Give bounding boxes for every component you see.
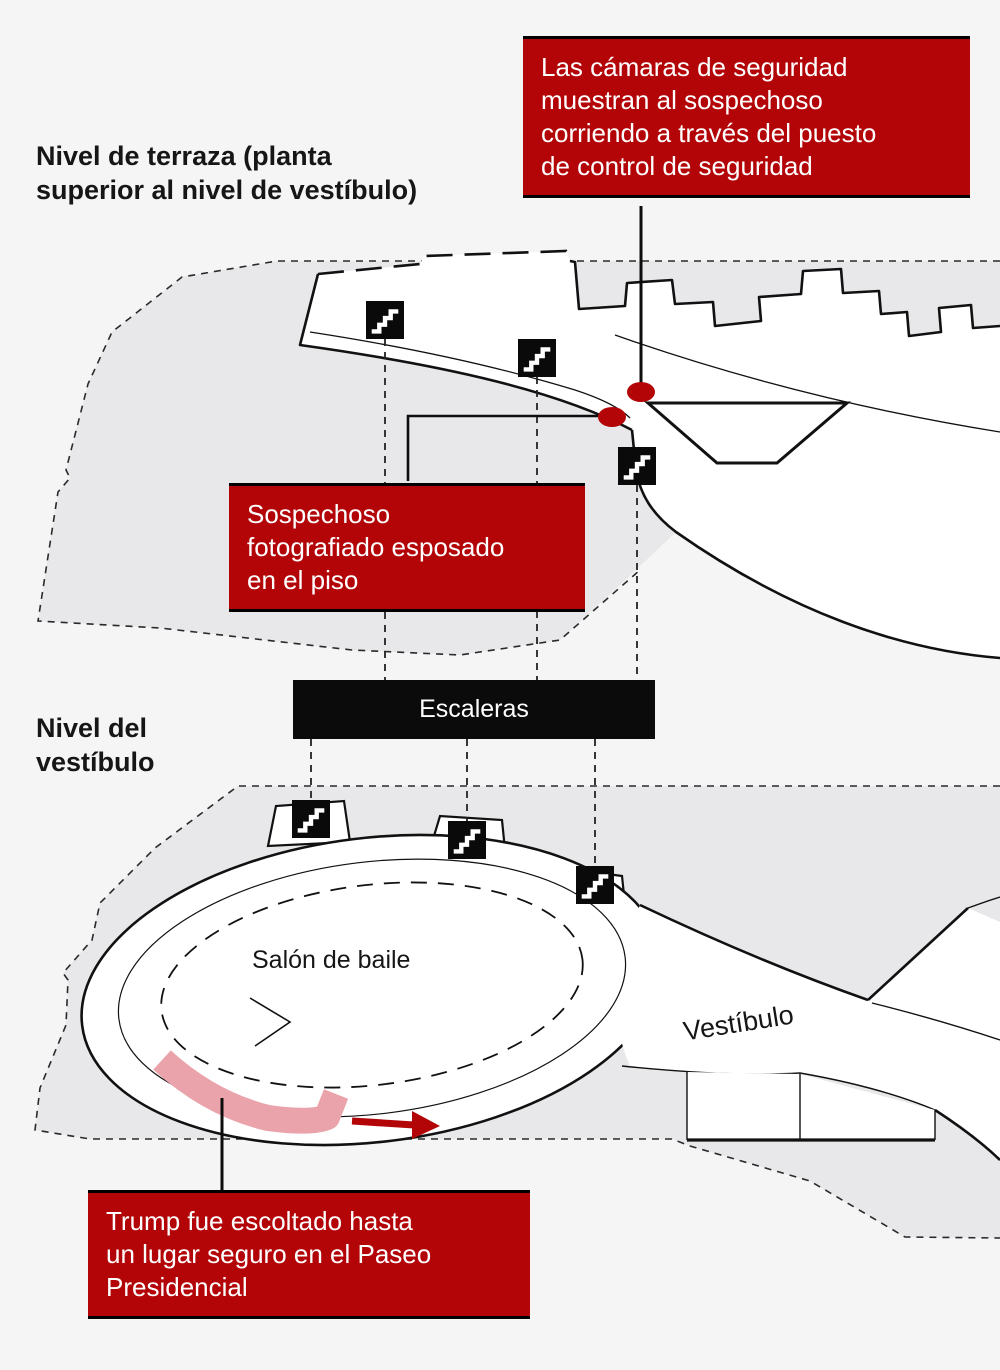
ballroom-left-notch (249, 997, 292, 1047)
ballroom-label: Salón de baile (252, 946, 411, 974)
ballroom-dashed-ring (160, 881, 584, 1089)
annotation-leader-lines (220, 206, 643, 1192)
ballroom-inner-ring (117, 858, 627, 1118)
suspect-location-dot (598, 407, 626, 427)
stairs-label-box: Escaleras (293, 680, 655, 739)
escape-route-path (153, 1050, 349, 1134)
corridor-bottom-wall (934, 1108, 1000, 1161)
stairs-icon (448, 821, 486, 859)
stairs-icon (618, 447, 656, 485)
lobby-level-label: Nivel del vestíbulo (36, 713, 155, 777)
lobby-corridor (617, 905, 1000, 1160)
stairs-icon (366, 301, 404, 339)
terrace-level-label: Nivel de terraza (planta superior al niv… (36, 141, 418, 205)
corridor-top-wall (639, 903, 969, 1002)
annotation-trump-escape: Trump fue escoltado hasta un lugar segur… (88, 1190, 530, 1320)
stairs-icon (292, 800, 330, 838)
terrace-grounds-border (37, 260, 1000, 656)
annotation-security-cameras: Las cámaras de seguridad muestran al sos… (523, 36, 970, 199)
stairs-icon (518, 339, 556, 377)
suspect-location-dot (627, 382, 655, 402)
annotation-suspect-floor: Sospechoso fotografiado esposado en el p… (229, 483, 585, 613)
stairs-icon (576, 866, 614, 904)
lobby-rooms (687, 1072, 935, 1140)
escape-route-arrow (351, 1111, 440, 1139)
terrace-courtyard (643, 401, 852, 465)
stairs-label: Escaleras (419, 695, 529, 723)
corridor-thin-walls (621, 896, 1000, 1111)
terrace-fan-inner-arc (614, 334, 1000, 433)
lobby-rooms-walls (686, 1072, 936, 1140)
